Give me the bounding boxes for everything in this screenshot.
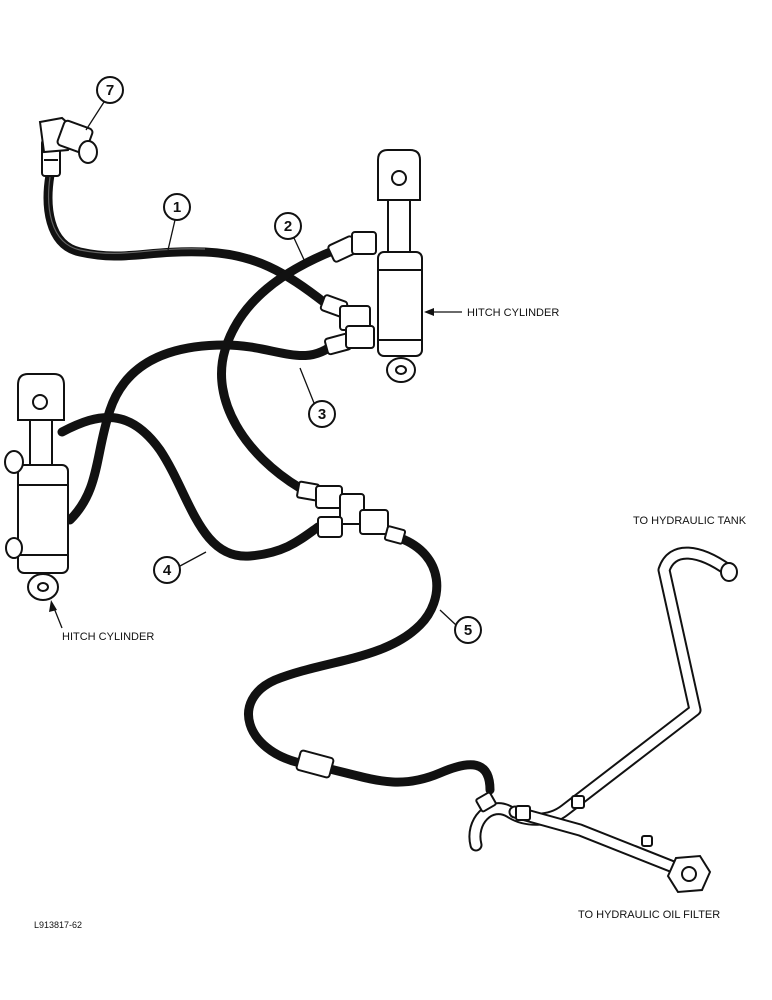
callout-3: 3 (299, 367, 336, 428)
hose-5 (244, 533, 495, 795)
label-hitch-cylinder-right: HITCH CYLINDER (424, 307, 559, 319)
label-to-hydraulic-oil-filter: TO HYDRAULIC OIL FILTER (578, 909, 720, 921)
callout-4: 4 (153, 551, 207, 584)
hose-3 (65, 338, 340, 525)
hose-2 (217, 245, 340, 493)
callout-5: 5 (439, 609, 482, 644)
hose-1 (43, 170, 330, 308)
svg-text:2: 2 (284, 218, 292, 235)
callout-2: 2 (274, 212, 307, 265)
callout-1: 1 (163, 193, 191, 251)
label-to-hydraulic-tank: TO HYDRAULIC TANK (633, 515, 747, 527)
svg-text:HITCH CYLINDER: HITCH CYLINDER (467, 307, 559, 319)
svg-text:1: 1 (173, 199, 181, 216)
hose-4 (57, 413, 323, 561)
label-hitch-cylinder-left: HITCH CYLINDER (49, 600, 154, 643)
left-hitch-cylinder (4, 373, 69, 601)
elbow-fitting-7 (38, 116, 98, 177)
svg-text:4: 4 (163, 562, 172, 579)
svg-text:3: 3 (318, 406, 326, 423)
hose-coupling (295, 749, 335, 779)
svg-text:5: 5 (464, 622, 472, 639)
tee-fitting (296, 480, 407, 545)
right-hitch-cylinder (319, 149, 423, 383)
figure-id: L913817-62 (34, 920, 82, 930)
svg-text:HITCH CYLINDER: HITCH CYLINDER (62, 631, 154, 643)
svg-text:7: 7 (106, 82, 114, 99)
hydraulic-pipe-assembly (468, 546, 738, 894)
callout-7: 7 (85, 76, 124, 131)
